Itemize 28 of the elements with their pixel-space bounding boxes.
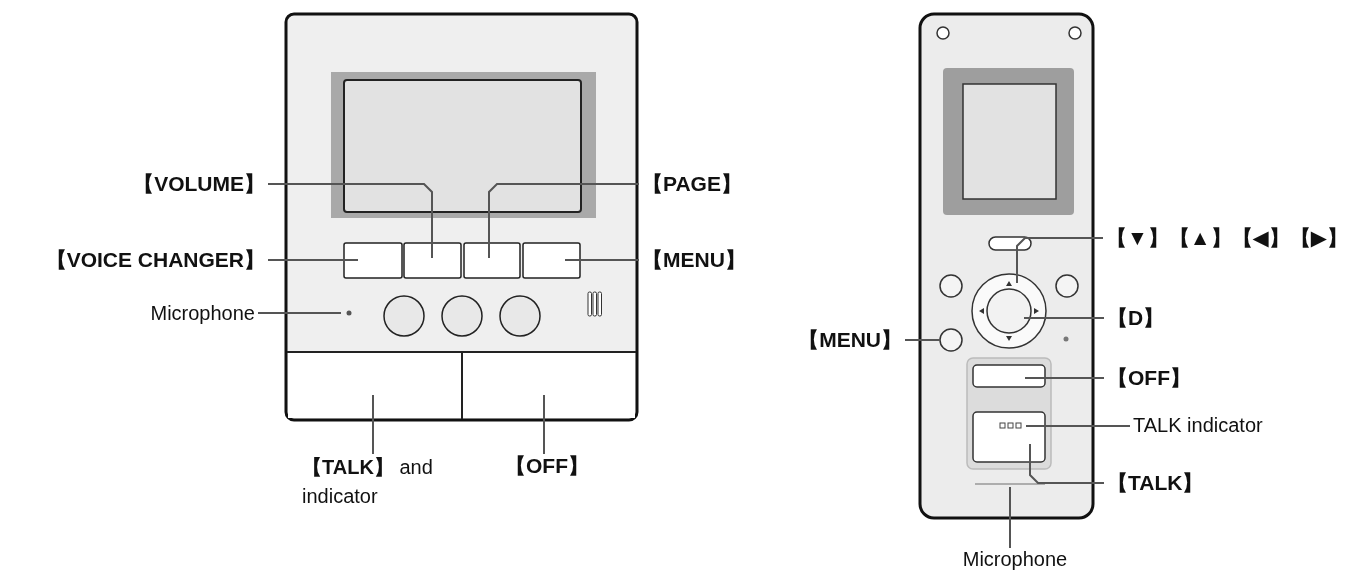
- leader-line: [372, 394, 374, 455]
- leader-line: [1029, 443, 1105, 484]
- leader-line: [564, 259, 640, 261]
- leader-line: [267, 259, 359, 261]
- callout-label: 【PAGE】: [642, 171, 752, 197]
- callout-label: Microphone: [940, 547, 1090, 571]
- callout-label: TALK indicator: [1133, 413, 1333, 437]
- callout-label: 【OFF】: [505, 453, 595, 479]
- callout-label: 【TALK】 and indicator: [302, 453, 452, 511]
- callout-label: 【MENU】: [780, 327, 902, 353]
- leader-line: [1016, 237, 1104, 284]
- callout-label: 【MENU】: [642, 247, 752, 273]
- callout-label: Microphone: [80, 301, 255, 325]
- callout-label: 【VOLUME】: [100, 171, 265, 197]
- leader-line: [257, 312, 342, 314]
- leader-line: [267, 183, 433, 259]
- leader-line: [1025, 425, 1131, 427]
- callout-label: 【OFF】: [1107, 365, 1197, 391]
- leader-line: [1023, 317, 1105, 319]
- leader-line: [488, 183, 640, 259]
- leader-line: [1024, 377, 1105, 379]
- callout-label: 【VOICE CHANGER】: [0, 247, 265, 273]
- leader-line: [543, 394, 545, 455]
- callout-label: 【D】: [1107, 305, 1167, 331]
- leader-line: [904, 339, 941, 341]
- callout-label: 【TALK】: [1107, 470, 1227, 496]
- callout-label: 【▼】【▲】【◀】【▶】: [1106, 225, 1356, 251]
- leader-line: [1009, 486, 1011, 549]
